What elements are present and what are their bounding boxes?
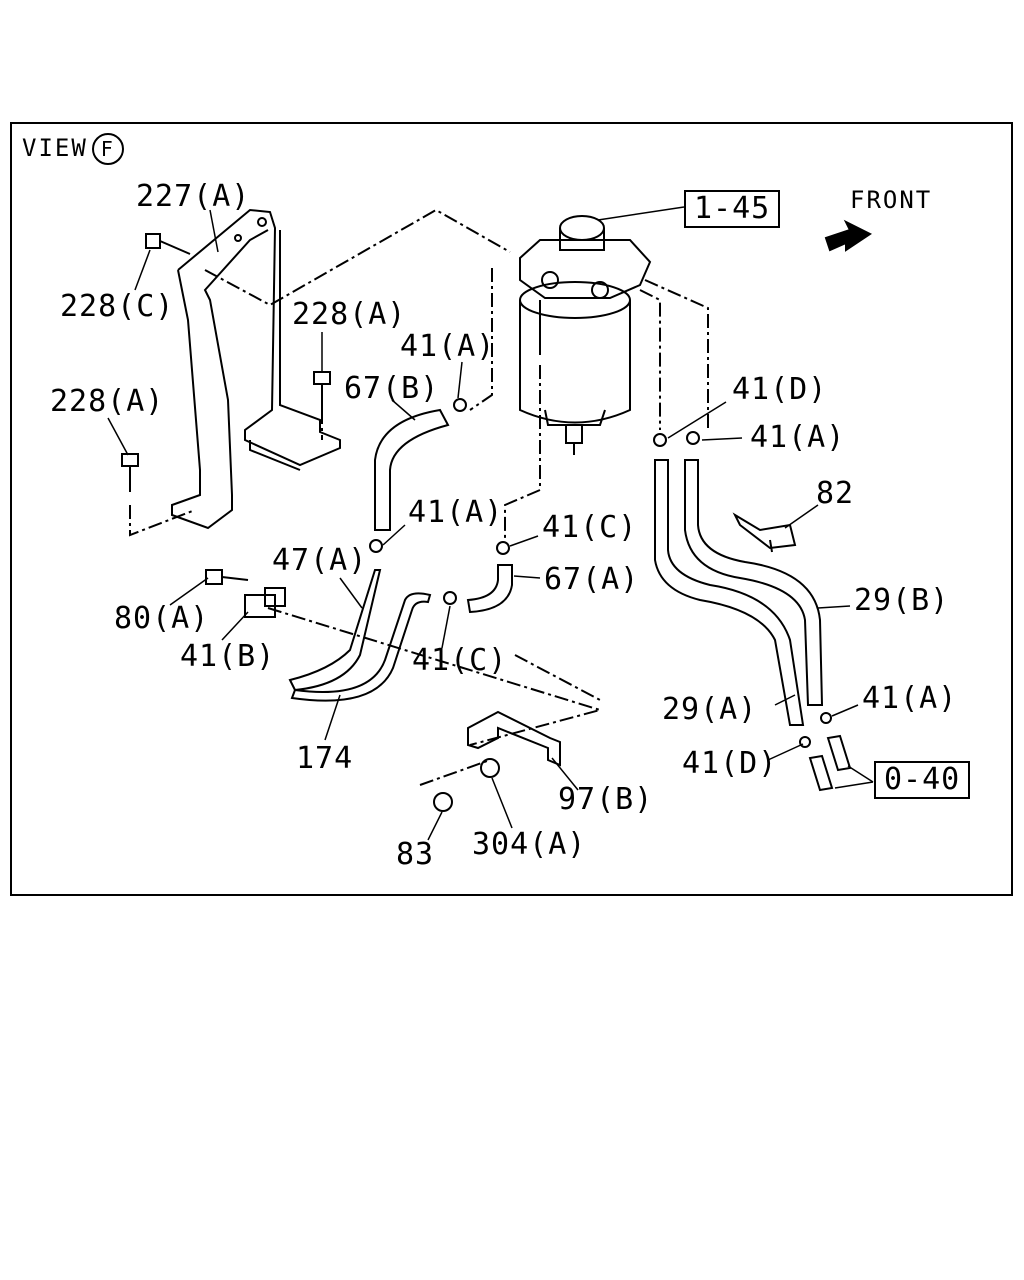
nut-304a [480,758,500,778]
pipe-174 [288,569,382,692]
label-41a-mid: 41(A) [408,495,504,530]
label-83: 83 [396,837,435,872]
bolt-228a-top [313,371,331,410]
small-clamps [369,398,832,748]
label-29b: 29(B) [854,583,950,618]
label-41a-low: 41(A) [862,681,958,716]
hose-67b [374,408,450,531]
label-0-40: 0-40 [874,761,971,799]
pipes-0-40 [808,734,852,792]
nut-83 [433,792,453,812]
label-41c-mid: 41(C) [542,510,638,545]
label-leaders [107,206,874,841]
label-1-45: 1-45 [684,190,781,228]
label-80a: 80(A) [114,601,210,636]
hose-67a [466,564,513,614]
bracket-227a [171,208,341,530]
label-228a-left: 228(A) [50,384,165,419]
front-label: FRONT [850,186,933,214]
bolt-228c [145,233,191,255]
label-67a: 67(A) [544,562,640,597]
label-41c-low: 41(C) [412,643,508,678]
label-47a: 47(A) [272,543,368,578]
hose-29b [684,459,824,706]
view-text: VIEW [22,134,88,162]
front-arrow-icon [824,219,872,252]
label-82: 82 [816,476,855,511]
bolt-228a-left [121,453,139,492]
label-174: 174 [296,741,354,776]
bolt-80a [205,569,249,585]
hose-29a [654,459,805,726]
label-41d-low: 41(D) [682,746,778,781]
pipe-47a [290,592,432,702]
fuel-filter-1-45 [519,215,652,455]
bracket-97b [467,710,561,767]
label-97b: 97(B) [558,782,654,817]
label-304a: 304(A) [472,827,587,862]
label-228c: 228(C) [60,289,175,324]
label-228a-top: 228(A) [292,297,407,332]
view-letter-circle: F [91,133,124,165]
clamp-41b [244,587,286,618]
label-41d-top: 41(D) [732,372,828,407]
label-67b: 67(B) [344,371,440,406]
label-29a: 29(A) [662,692,758,727]
diagram-frame [10,122,1013,896]
label-227a: 227(A) [136,179,251,214]
label-41b: 41(B) [180,639,276,674]
clamp-82 [732,512,797,553]
label-41a-top: 41(A) [400,329,496,364]
label-41a-right: 41(A) [750,420,846,455]
